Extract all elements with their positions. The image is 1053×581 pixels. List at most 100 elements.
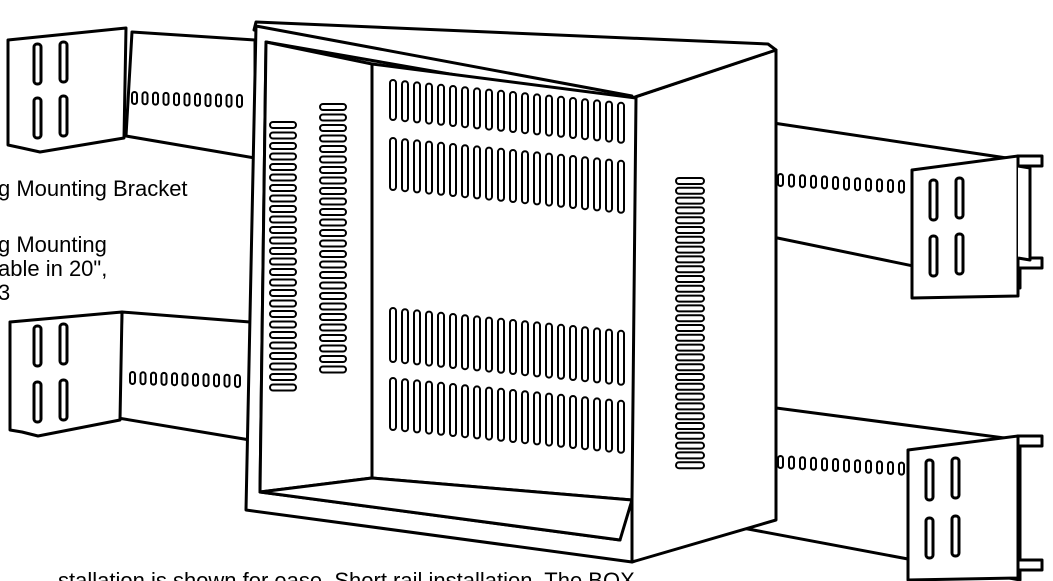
rail-slot bbox=[150, 371, 157, 386]
vent-slot bbox=[269, 205, 297, 213]
vent-slot bbox=[675, 235, 705, 244]
rail-slot bbox=[215, 93, 222, 108]
vent-slot bbox=[269, 142, 297, 150]
vent-slot bbox=[509, 319, 517, 375]
vent-slot bbox=[413, 139, 421, 194]
vent-slot bbox=[425, 310, 433, 367]
rail-slot bbox=[876, 178, 883, 193]
vent-slot bbox=[617, 399, 625, 454]
vent-slot bbox=[319, 197, 347, 206]
vent-slot bbox=[675, 353, 705, 362]
vent-slot bbox=[497, 317, 505, 374]
rail-slot bbox=[843, 176, 850, 191]
vent-slot bbox=[319, 229, 347, 237]
vent-slot bbox=[269, 152, 297, 161]
vent-slot bbox=[557, 95, 565, 138]
rail-slot bbox=[898, 179, 905, 194]
rail-slot bbox=[887, 461, 894, 475]
vent-slot bbox=[675, 196, 705, 205]
rail-slot bbox=[898, 461, 905, 476]
vent-slot bbox=[319, 250, 347, 258]
vent-slot bbox=[319, 239, 347, 248]
vent-slot bbox=[319, 260, 347, 269]
vent-slot bbox=[319, 155, 347, 164]
vent-slot bbox=[675, 275, 705, 283]
vent-slot bbox=[675, 177, 705, 185]
rail-slot bbox=[139, 371, 147, 386]
vent-slot bbox=[269, 299, 297, 308]
vent-slot bbox=[545, 392, 553, 447]
vent-slot bbox=[319, 176, 347, 185]
vent-slot bbox=[269, 320, 297, 329]
vent-slot bbox=[437, 83, 445, 126]
vent-slot bbox=[593, 99, 601, 142]
vent-slot bbox=[557, 393, 565, 448]
vent-slot bbox=[473, 145, 481, 200]
vent-slot bbox=[533, 321, 541, 378]
vent-slot bbox=[269, 247, 297, 255]
vent-slot bbox=[319, 271, 347, 279]
vent-slot bbox=[485, 316, 493, 373]
vent-slot bbox=[485, 88, 493, 131]
vent-slot bbox=[675, 441, 705, 450]
vent-slot bbox=[319, 218, 347, 227]
rail-slot bbox=[799, 174, 806, 189]
rail-slot bbox=[854, 177, 861, 192]
vent-slot bbox=[437, 381, 445, 436]
vent-slot bbox=[269, 373, 297, 381]
vent-slot bbox=[319, 355, 347, 363]
rail-slot bbox=[887, 179, 894, 193]
vent-slot bbox=[593, 397, 601, 452]
vent-slot bbox=[675, 333, 705, 342]
vent-slot bbox=[401, 308, 409, 365]
vent-slot bbox=[617, 101, 625, 144]
callout-bracket: g Mounting Bracket bbox=[0, 176, 188, 201]
vent-slot bbox=[437, 141, 445, 196]
rail-slot bbox=[799, 456, 806, 471]
rail-slot bbox=[181, 372, 189, 387]
rail-slot bbox=[788, 455, 795, 470]
vent-slot bbox=[675, 314, 705, 323]
vent-slot bbox=[319, 344, 347, 353]
vent-slot bbox=[675, 373, 705, 381]
rail-slot bbox=[234, 374, 241, 388]
left-lower-bracket bbox=[8, 310, 124, 438]
vent-slot bbox=[449, 313, 457, 369]
vent-slot bbox=[569, 325, 577, 381]
vent-slot bbox=[269, 257, 297, 266]
vent-slot bbox=[675, 216, 705, 225]
rail-slot bbox=[788, 173, 795, 188]
rail-slot bbox=[777, 455, 784, 469]
vent-slot bbox=[581, 396, 589, 451]
vent-slot bbox=[581, 326, 589, 383]
rail-slot bbox=[223, 373, 231, 388]
vent-slot bbox=[269, 278, 297, 287]
vent-slot bbox=[389, 137, 397, 191]
vent-slot bbox=[269, 226, 297, 234]
vent-slot bbox=[437, 311, 445, 368]
vent-slot bbox=[319, 124, 347, 132]
vent-slot bbox=[675, 363, 705, 372]
vent-slot bbox=[675, 392, 705, 401]
vent-slot bbox=[269, 310, 297, 318]
vent-slot bbox=[675, 451, 705, 460]
vent-slot bbox=[675, 265, 705, 274]
vent-slot bbox=[581, 98, 589, 141]
vent-slot bbox=[593, 157, 601, 212]
vent-slot bbox=[449, 85, 457, 127]
vent-slot bbox=[269, 194, 297, 203]
vent-slot bbox=[319, 103, 347, 111]
vent-slot bbox=[557, 153, 565, 208]
vent-slot bbox=[269, 131, 297, 140]
vent-slot bbox=[521, 92, 529, 135]
vent-slot bbox=[389, 307, 397, 363]
vent-slot bbox=[461, 384, 469, 439]
vent-slot bbox=[605, 100, 613, 143]
vent-slot bbox=[545, 322, 553, 379]
rail-slot bbox=[810, 174, 817, 189]
vent-slot bbox=[389, 377, 397, 431]
vent-slot bbox=[269, 383, 297, 392]
vent-slot bbox=[569, 97, 577, 139]
vent-slot bbox=[617, 159, 625, 214]
